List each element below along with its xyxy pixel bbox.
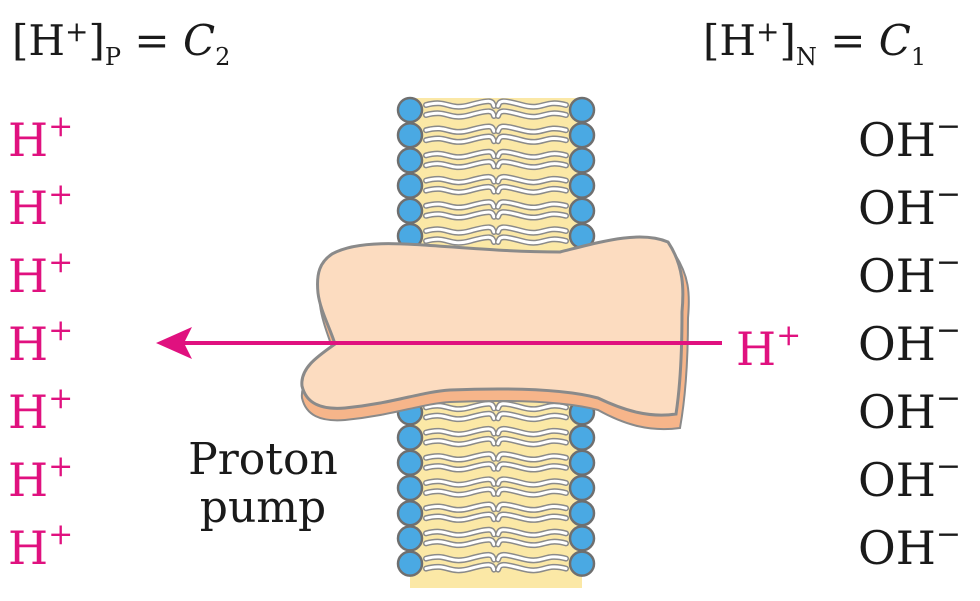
lipid-tail-highlight [424,412,496,421]
lipid-tail-highlight [424,427,496,436]
lipid-head [568,474,596,502]
lipid-tail-highlight [424,528,496,537]
pumped-proton: H+ [736,318,802,376]
lipid-tail-highlight [496,462,568,471]
lipid-tail-highlight [424,477,496,487]
p-side-proton: H+ [8,245,74,303]
lipid-tail-highlight [496,452,568,461]
lipid-head [396,172,424,199]
n-side-hydroxide: OH− [858,449,961,507]
lipid-head [396,147,424,174]
lipid-tail-highlight [424,125,496,134]
n-side-hydroxide: OH− [858,177,961,235]
lipid-tail-highlight [496,109,568,119]
p-side-proton: H+ [8,177,74,235]
lipid-tail-highlight [496,125,568,134]
n-side-hydroxide: OH− [858,313,961,371]
lipid-head [568,96,596,124]
lipid-head [568,525,596,552]
lipid-head [396,550,424,577]
lipid-head [568,499,596,527]
lipid-head [568,550,596,577]
lipid-head [568,147,596,174]
lipid-tail-highlight [424,235,496,245]
lipid-tail-highlight [424,109,496,119]
n-side-hydroxide: OH− [858,517,961,575]
proton-pump-label-line1: Proton [188,434,338,485]
lipid-tail-highlight [496,235,568,245]
lipid-head [568,172,596,199]
lipid-tail-highlight [496,402,568,411]
lipid-tail-highlight [424,437,496,446]
lipid-tail-highlight [496,412,568,421]
lipid-tail-highlight [424,150,496,159]
lipid-head [396,449,424,477]
lipid-tail-highlight [424,452,496,461]
lipid-tail-highlight [496,538,568,547]
n-side-hydroxide: OH− [858,109,961,167]
lipid-tail-highlight [424,538,496,547]
lipid-head [396,499,424,527]
lipid-head [396,474,424,502]
p-side-proton: H+ [8,449,74,507]
lipid-tail-highlight [496,563,568,572]
lipid-tail-highlight [496,150,568,159]
n-side-hydroxide: OH− [858,381,961,439]
lipid-head [568,197,596,225]
lipid-head [568,449,596,477]
lipid-tail-highlight [496,135,568,144]
lipid-tail-highlight [424,503,496,512]
lipid-tail-highlight [496,99,568,109]
lipid-head [396,96,424,124]
lipid-head [396,424,424,451]
lipid-tail-highlight [424,563,496,572]
lipid-tail-highlight [424,210,496,219]
n-side-concentration-label: [H+]N = C1 [703,15,927,71]
lipid-tail-highlight [424,487,496,497]
lipid-tail-highlight [496,160,568,169]
lipid-tail-highlight [496,200,568,209]
lipid-tail-highlight [424,553,496,562]
lipid-tail-highlight [496,427,568,436]
lipid-tail-highlight [424,135,496,144]
p-side-proton: H+ [8,517,74,575]
p-side-proton: H+ [8,381,74,439]
lipid-tail-highlight [496,437,568,446]
proton-pump-label: Proton pump [178,436,348,531]
proton-flow-arrowhead [156,327,192,359]
lipid-tail-highlight [424,462,496,471]
p-side-proton: H+ [8,109,74,167]
lipid-tail-highlight [496,513,568,522]
lipid-tail-highlight [496,528,568,537]
lipid-head [568,121,596,149]
lipid-tail-highlight [496,210,568,219]
lipid-tail-highlight [496,487,568,497]
lipid-tail-highlight [496,553,568,562]
proton-pump-label-line2: pump [199,481,327,533]
lipid-tail-highlight [424,200,496,209]
lipid-tail-highlight [496,477,568,487]
lipid-tail-highlight [424,185,496,194]
proton-pump-body [300,235,685,417]
lipid-tail-highlight [496,185,568,194]
p-side-proton: H+ [8,313,74,371]
lipid-tail-highlight [424,175,496,184]
lipid-tail-highlight [424,225,496,235]
lipid-head [396,197,424,225]
lipid-tail-highlight [496,175,568,184]
lipid-tail-highlight [424,513,496,522]
lipid-tail-highlight [424,160,496,169]
lipid-tail-highlight [424,99,496,109]
lipid-tail-highlight [496,503,568,512]
lipid-head [568,424,596,451]
lipid-head [396,121,424,149]
lipid-tail-highlight [496,225,568,235]
lipid-tail-highlight [424,402,496,411]
lipid-head [396,525,424,552]
p-side-concentration-label: [H+]P = C2 [12,15,231,71]
n-side-hydroxide: OH− [858,245,961,303]
